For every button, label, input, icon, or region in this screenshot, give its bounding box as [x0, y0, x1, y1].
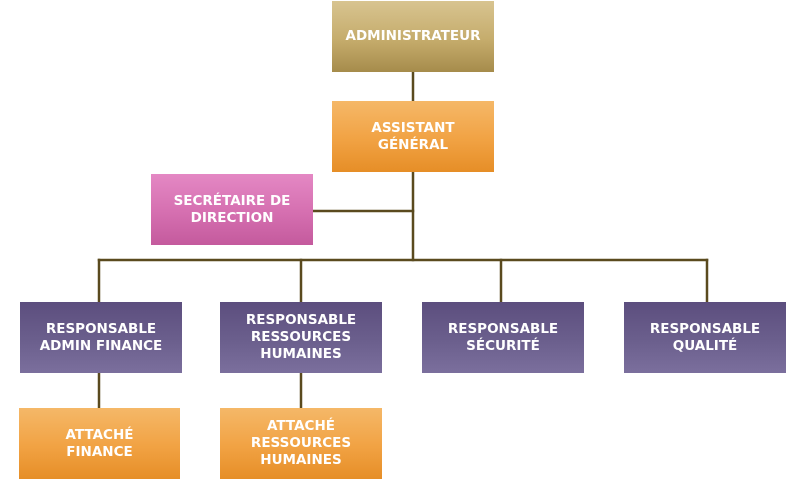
node-responsable-qualite: RESPONSABLE QUALITÉ: [624, 302, 786, 373]
node-administrateur: ADMINISTRATEUR: [332, 1, 494, 72]
node-responsable-securite: RESPONSABLE SÉCURITÉ: [422, 302, 584, 373]
node-attache-rh: ATTACHÉ RESSOURCES HUMAINES: [220, 408, 382, 479]
node-attache-finance: ATTACHÉ FINANCE: [19, 408, 180, 479]
node-secretaire-direction: SECRÉTAIRE DE DIRECTION: [151, 174, 313, 245]
node-assistant-general: ASSISTANT GÉNÉRAL: [332, 101, 494, 172]
node-responsable-rh: RESPONSABLE RESSOURCES HUMAINES: [220, 302, 382, 373]
node-responsable-admin-finance: RESPONSABLE ADMIN FINANCE: [20, 302, 182, 373]
